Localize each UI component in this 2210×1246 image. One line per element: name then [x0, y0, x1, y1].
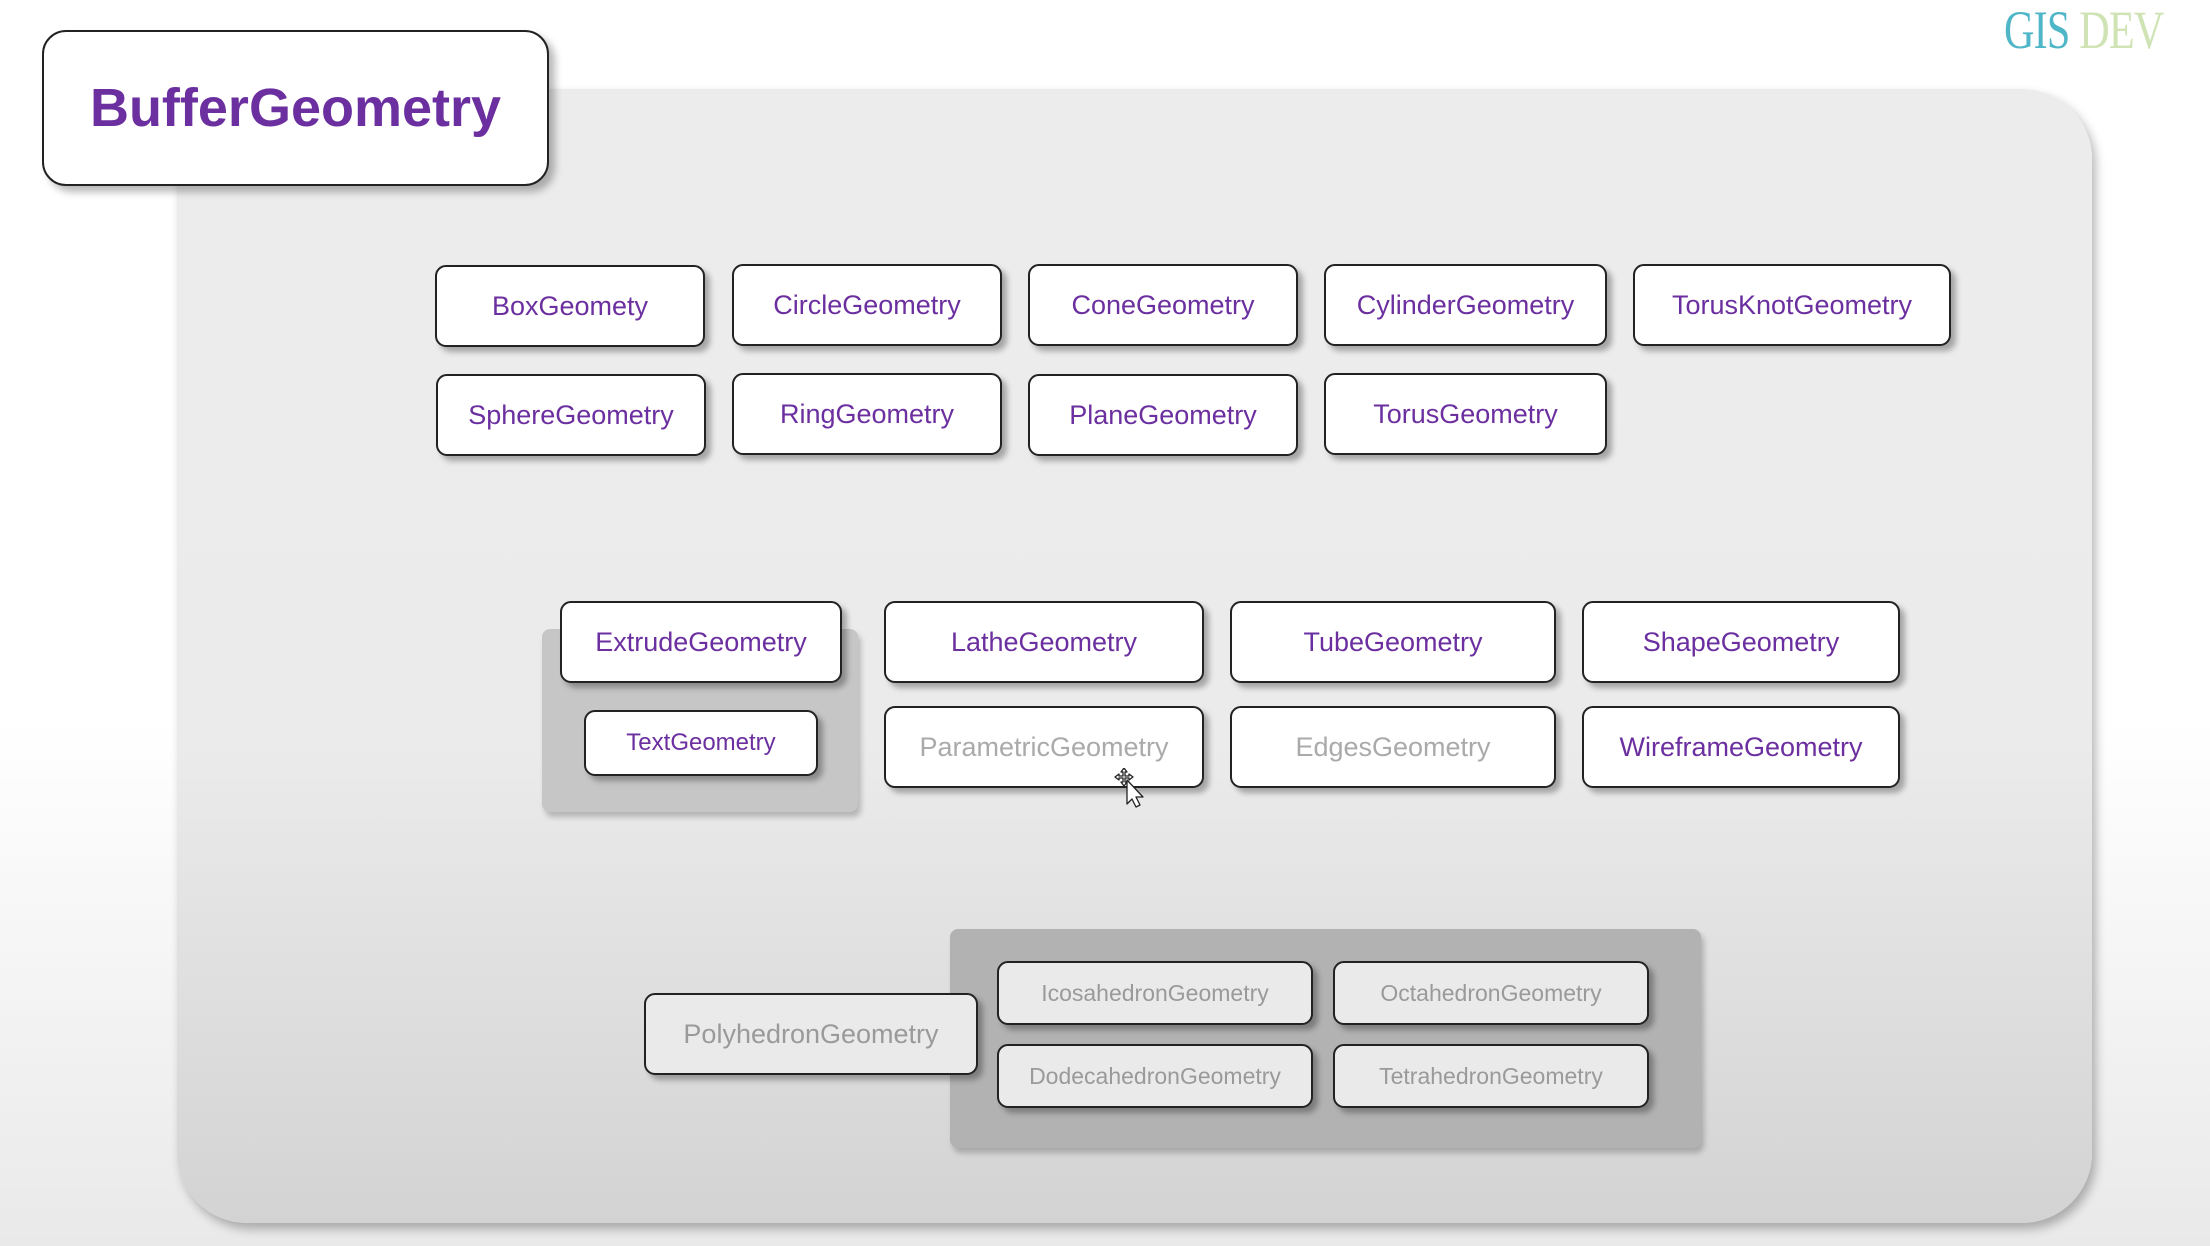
node-label: CylinderGeometry	[1356, 289, 1575, 320]
node-label: ConeGeometry	[1071, 289, 1255, 320]
node-label: LatheGeometry	[950, 626, 1138, 657]
box-geometry-node: BoxGeomety	[435, 265, 705, 347]
watermark-develo: DEVELO	[2079, 0, 2164, 60]
extrude-geometry-node: ExtrudeGeometry	[560, 601, 842, 683]
tetrahedron-geometry-node: TetrahedronGeometry	[1333, 1044, 1649, 1108]
node-label: TorusKnotGeometry	[1671, 289, 1913, 320]
node-label: OctahedronGeometry	[1380, 979, 1602, 1006]
node-label: IcosahedronGeometry	[1041, 979, 1269, 1006]
node-label: SphereGeometry	[468, 399, 674, 430]
icosahedron-geometry-node: IcosahedronGeometry	[997, 961, 1313, 1025]
node-label: BoxGeomety	[491, 290, 649, 321]
watermark-logo: GIS DEVELO	[2004, 0, 2165, 60]
buffergeometry-title-card: BufferGeometry	[42, 30, 549, 186]
move-cursor-icon	[1114, 768, 1144, 808]
sphere-geometry-node: SphereGeometry	[436, 374, 706, 456]
ring-geometry-node: RingGeometry	[732, 373, 1002, 455]
text-geometry-node: TextGeometry	[584, 710, 818, 776]
node-label: DodecahedronGeometry	[1029, 1062, 1281, 1089]
watermark-gis: GIS	[2004, 0, 2080, 60]
node-label: CircleGeometry	[773, 289, 961, 320]
node-label: PlaneGeometry	[1069, 399, 1257, 430]
node-label: ShapeGeometry	[1642, 626, 1840, 657]
parametric-geometry-node: ParametricGeometry	[884, 706, 1204, 788]
circle-geometry-node: CircleGeometry	[732, 264, 1002, 346]
octahedron-geometry-node: OctahedronGeometry	[1333, 961, 1649, 1025]
shape-geometry-node: ShapeGeometry	[1582, 601, 1900, 683]
torus-geometry-node: TorusGeometry	[1324, 373, 1607, 455]
node-label: TubeGeometry	[1303, 626, 1483, 657]
polyhedron-geometry-node: PolyhedronGeometry	[644, 993, 978, 1075]
edges-geometry-node: EdgesGeometry	[1230, 706, 1556, 788]
node-label: ParametricGeometry	[919, 731, 1169, 762]
dodecahedron-geometry-node: DodecahedronGeometry	[997, 1044, 1313, 1108]
node-label: TextGeometry	[626, 729, 776, 756]
node-label: WireframeGeometry	[1619, 731, 1863, 762]
node-label: RingGeometry	[779, 398, 955, 429]
cone-geometry-node: ConeGeometry	[1028, 264, 1298, 346]
node-label: TorusGeometry	[1373, 398, 1558, 429]
diagram-title: BufferGeometry	[89, 78, 502, 138]
wireframe-geometry-node: WireframeGeometry	[1582, 706, 1900, 788]
tube-geometry-node: TubeGeometry	[1230, 601, 1556, 683]
lathe-geometry-node: LatheGeometry	[884, 601, 1204, 683]
node-label: PolyhedronGeometry	[683, 1018, 939, 1049]
torusknot-geometry-node: TorusKnotGeometry	[1633, 264, 1951, 346]
node-label: ExtrudeGeometry	[595, 626, 807, 657]
plane-geometry-node: PlaneGeometry	[1028, 374, 1298, 456]
node-label: EdgesGeometry	[1295, 731, 1491, 762]
node-label: TetrahedronGeometry	[1379, 1062, 1603, 1089]
cylinder-geometry-node: CylinderGeometry	[1324, 264, 1607, 346]
